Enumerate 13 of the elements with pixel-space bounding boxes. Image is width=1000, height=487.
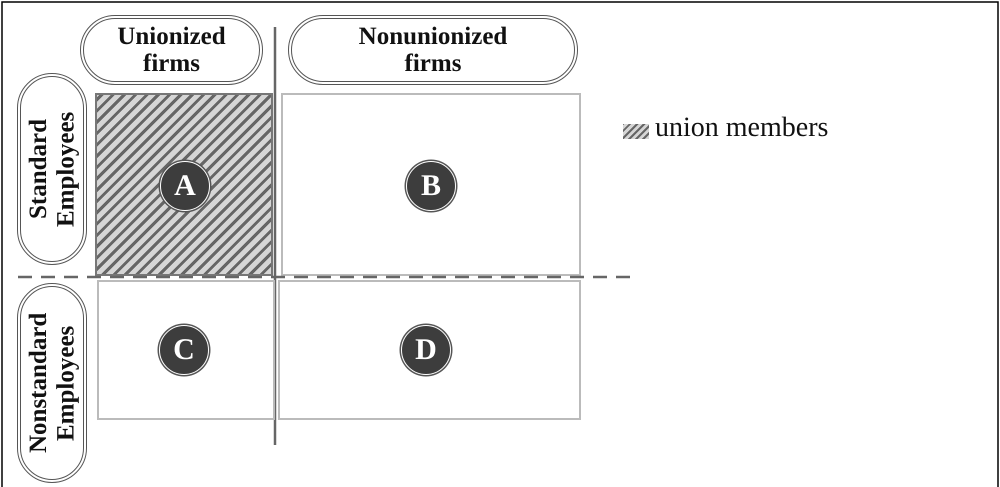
hatched-quadrant-box xyxy=(95,93,273,276)
quadrant-letter-badge: B xyxy=(406,161,456,211)
quadrant-box xyxy=(97,280,275,420)
quadrant-letter-badge: A xyxy=(160,161,210,211)
row-header-pill: Standard Employees xyxy=(17,73,87,265)
column-header-pill: Nonunionized firms xyxy=(288,15,578,85)
legend-label: union members xyxy=(655,112,828,144)
quadrant-letter-badge: D xyxy=(401,325,451,375)
quadrant-letter-badge: C xyxy=(159,325,209,375)
row-header-pill: Nonstandard Employees xyxy=(17,283,87,483)
quadrant-box xyxy=(281,93,581,276)
column-header-pill: Unionized firms xyxy=(80,15,263,85)
quadrant-box xyxy=(278,280,581,420)
